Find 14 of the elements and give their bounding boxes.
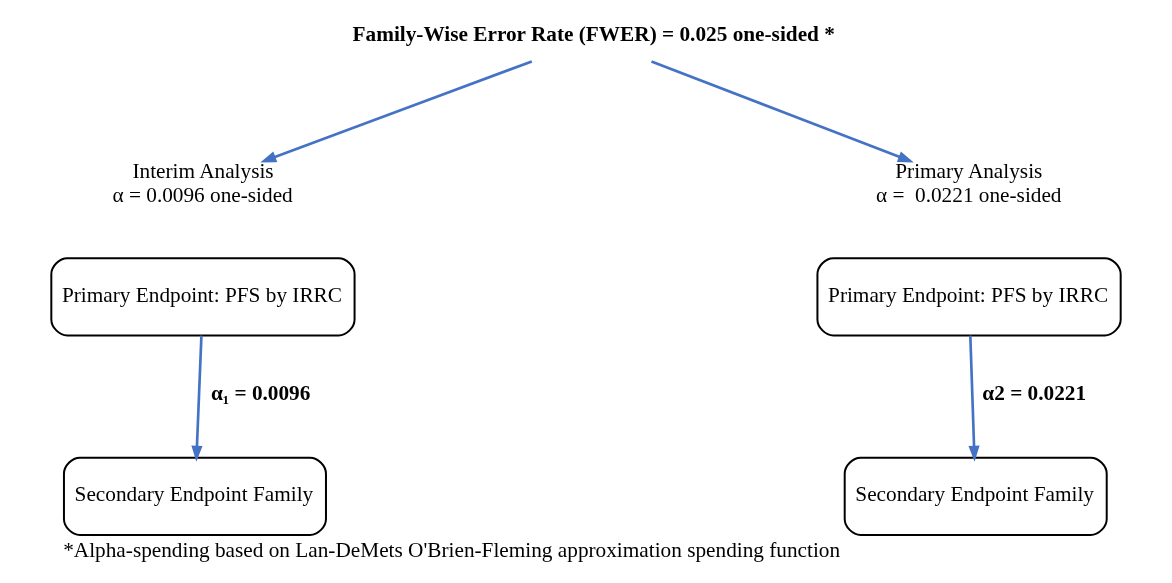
caption: *Alpha-spending based on Lan-DeMets O'Brien-Fleming approximation spending function (63, 538, 841, 563)
edge-label: α₁ = 0.0096 (210, 381, 311, 406)
node-text: Primary Analysis α = 0.0221 one-sided (875, 159, 1062, 208)
node-text: Interim Analysis α = 0.0096 one-sided (112, 159, 293, 208)
arrow (651, 60, 914, 163)
node-text: Family-Wise Error Rate (FWER) = 0.025 one-sided * (352, 22, 835, 47)
node-box: Secondary Endpoint Family (843, 456, 1108, 536)
node-box: Secondary Endpoint Family (62, 456, 327, 536)
edge-label: α2 = 0.0221 (982, 381, 1087, 406)
arrow (968, 335, 980, 462)
arrow (260, 60, 533, 163)
node-box: Primary Endpoint: PFS by IRRC (50, 257, 356, 337)
arrow (191, 335, 203, 462)
node-box: Primary Endpoint: PFS by IRRC (816, 257, 1122, 337)
